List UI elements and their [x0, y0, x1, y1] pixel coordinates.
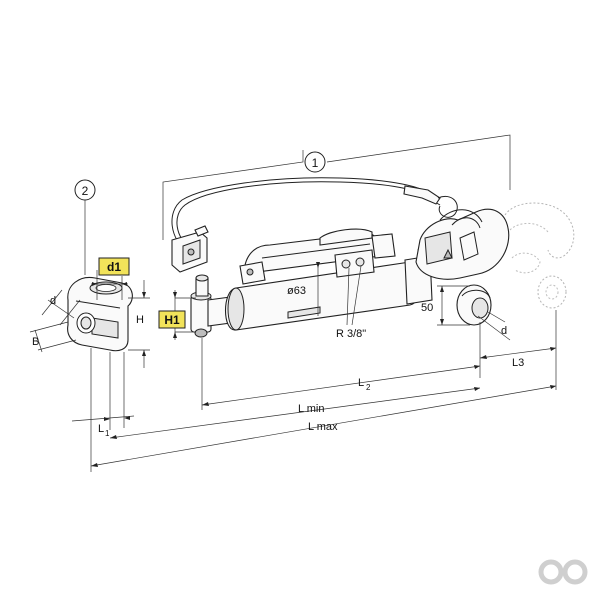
- d1-dimension: d1: [91, 257, 130, 300]
- lmin-dimension: L min: [109, 387, 481, 439]
- ball-50-dimension: 50: [421, 285, 470, 326]
- extension-lines: [90, 310, 557, 472]
- diameter-label: ø63: [287, 285, 306, 297]
- l1-sub: 1: [105, 429, 110, 438]
- callout-2: 2: [74, 179, 96, 275]
- h1-label: H1: [164, 313, 180, 327]
- callout-1-label: 1: [312, 156, 319, 170]
- b-dimension: B: [29, 321, 77, 353]
- lmax-dimension: L max: [90, 385, 557, 467]
- h-dimension: H: [128, 280, 150, 368]
- lmin-label: L min: [298, 403, 325, 415]
- lmax-label: L max: [308, 421, 338, 433]
- clevis-end: [67, 276, 133, 352]
- hook-end: [415, 208, 510, 280]
- faded-hook-parts: [504, 202, 575, 309]
- h-label: H: [136, 314, 144, 326]
- ball-joint: [456, 284, 492, 326]
- callout-2-label: 2: [82, 184, 89, 198]
- h1-dimension: H1: [158, 290, 196, 340]
- thread-callout: R 3/8": [336, 265, 366, 340]
- brand-logo-icon: [538, 559, 588, 585]
- thread-label: R 3/8": [336, 328, 366, 340]
- l2-label: L: [358, 377, 364, 389]
- l2-dimension: L 2: [201, 365, 481, 406]
- l1-label: L: [98, 423, 104, 435]
- d1-label: d1: [107, 260, 121, 274]
- ball-50-label: 50: [421, 302, 433, 314]
- l3-label: L3: [512, 357, 524, 369]
- callout-1-bracket: 1: [162, 134, 511, 240]
- d-left-dimension: d: [41, 289, 81, 326]
- safety-cable: [171, 177, 458, 273]
- diameter-callout: ø63: [287, 262, 320, 316]
- l3-dimension: L3: [479, 347, 557, 369]
- d-right-label: d: [501, 325, 507, 337]
- d-right-dimension: d: [477, 311, 511, 341]
- l1-dimension: L 1: [71, 415, 135, 438]
- l2-sub: 2: [366, 383, 371, 392]
- top-link-cylinder: [190, 228, 445, 338]
- d-left-label: d: [50, 295, 56, 307]
- b-label: B: [32, 336, 39, 348]
